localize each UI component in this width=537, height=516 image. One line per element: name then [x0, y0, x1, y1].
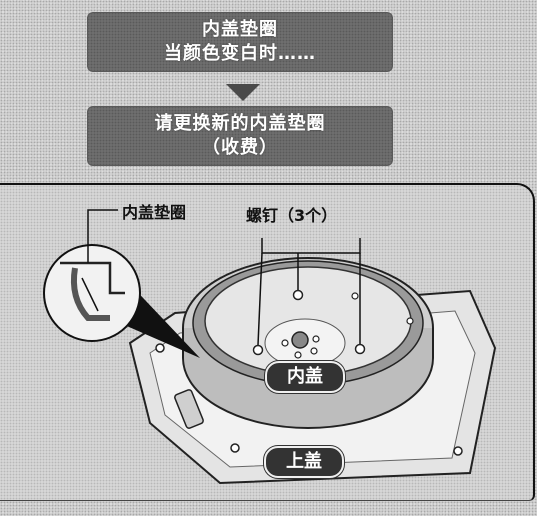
lid-hole — [406, 317, 414, 325]
screw-leader — [257, 252, 263, 346]
lid-hole — [230, 443, 240, 453]
screws-bracket — [261, 238, 361, 254]
gasket-notice-banner: 内盖垫圈 当颜色变白时…… — [87, 12, 393, 72]
lid-hole — [351, 292, 359, 300]
upper-lid-label: 上盖 — [264, 446, 344, 478]
valve-hole — [310, 347, 318, 355]
screw-icon — [292, 289, 304, 301]
down-arrow-icon — [226, 84, 260, 101]
screws-label: 螺钉（3个） — [246, 206, 338, 225]
lid-hole — [155, 343, 165, 353]
center-valve-icon — [291, 331, 309, 349]
gasket-label: 内盖垫圈 — [122, 203, 187, 222]
replace-gasket-banner: 请更换新的内盖垫圈 （收费） — [87, 106, 393, 166]
replace-gasket-fee-note: （收费） — [202, 137, 278, 158]
valve-hole — [312, 335, 320, 343]
valve-hole — [281, 339, 289, 347]
valve-hole — [294, 351, 302, 359]
gasket-detail-lid-edge — [60, 261, 125, 295]
lid-hole — [453, 446, 463, 456]
gasket-detail-line — [81, 277, 99, 312]
gasket-detail-magnifier — [43, 244, 141, 342]
inner-lid-label: 内盖 — [265, 361, 345, 393]
replace-gasket-instruction: 请更换新的内盖垫圈 — [154, 113, 326, 134]
hinge-tab — [174, 389, 204, 429]
gasket-notice-condition: 当颜色变白时…… — [164, 43, 316, 64]
screw-icon — [354, 343, 366, 355]
gasket-notice-title: 内盖垫圈 — [202, 19, 278, 40]
screw-icon — [252, 344, 264, 356]
gasket-leader — [87, 209, 118, 263]
gasket-detail-seal — [70, 267, 110, 321]
